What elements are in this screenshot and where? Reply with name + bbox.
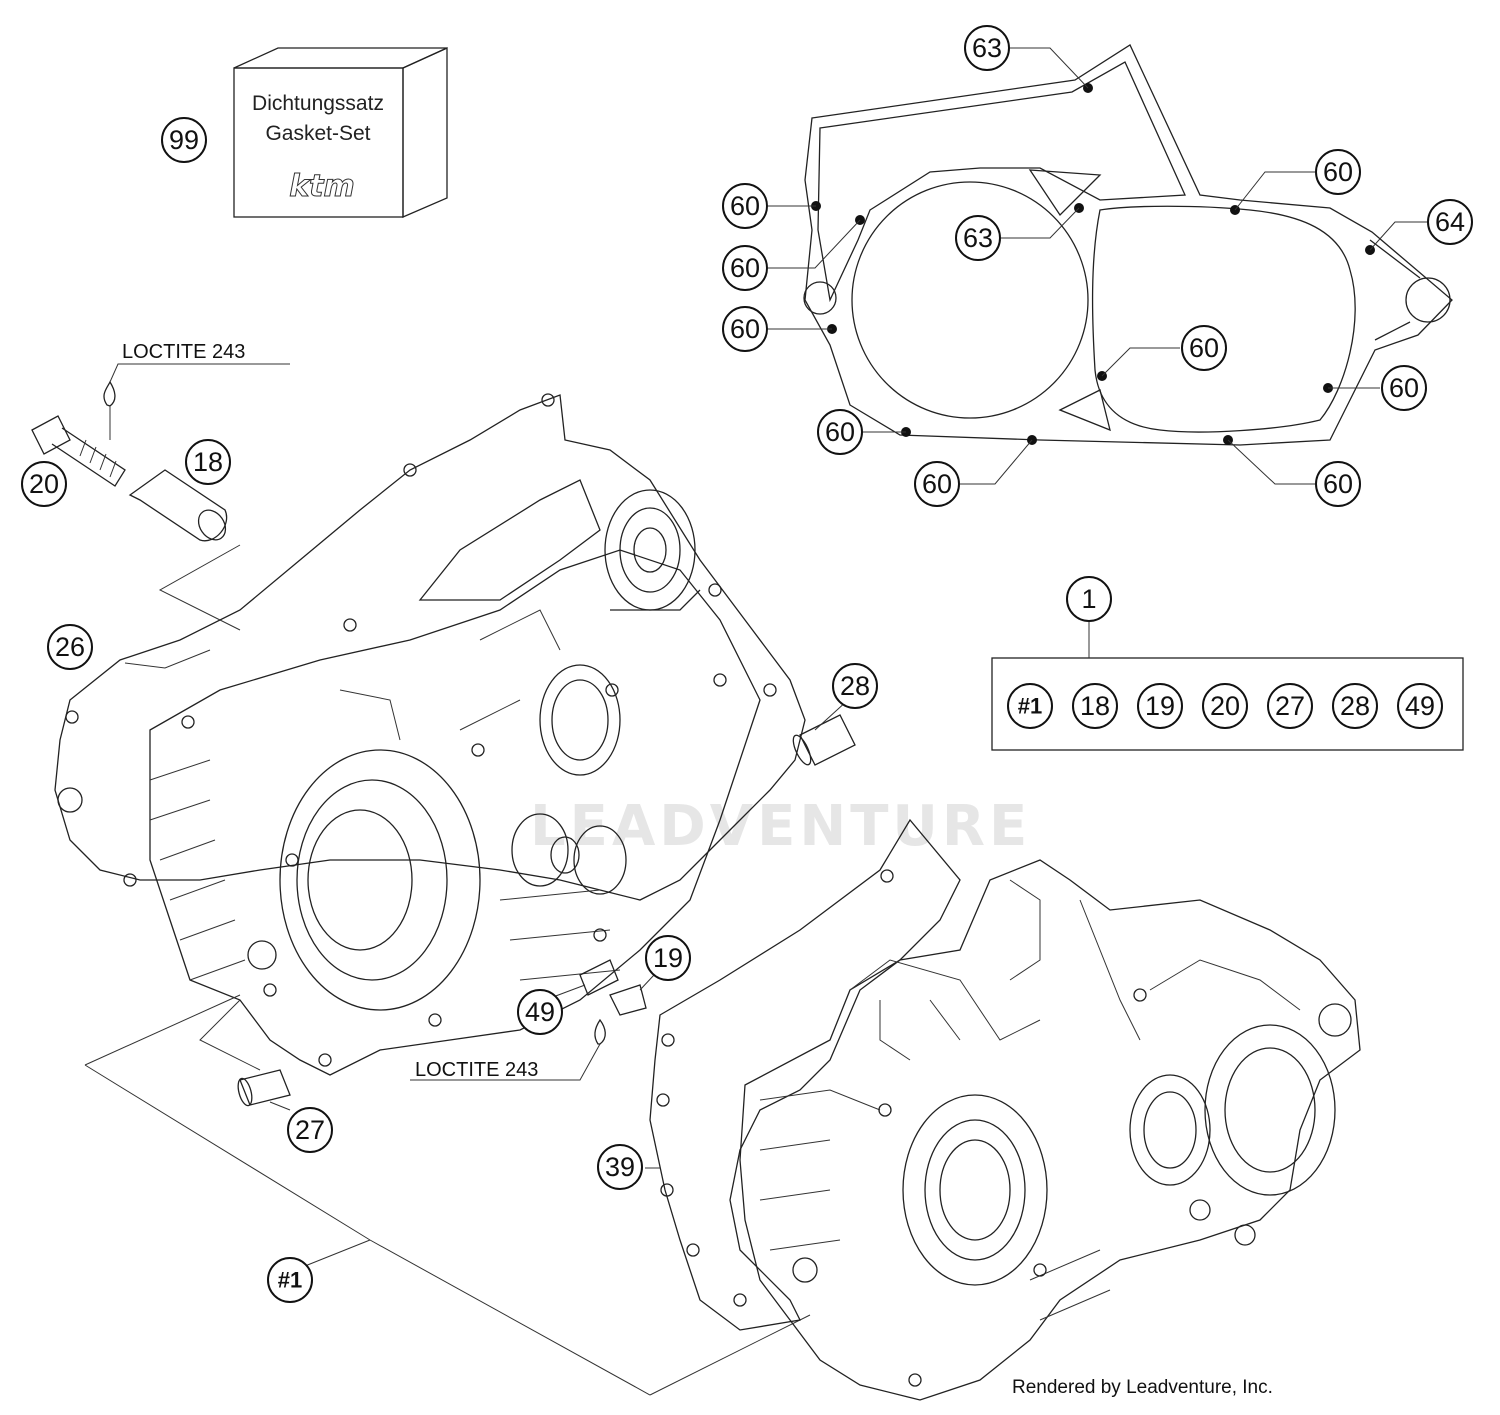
kit-item: 27 (1267, 683, 1313, 729)
callout-63-top: 63 (964, 25, 1010, 71)
svg-text:60: 60 (1389, 373, 1419, 403)
callout-63-mid: 63 (955, 215, 1001, 261)
svg-text:60: 60 (1323, 469, 1353, 499)
bolt-and-sleeve (31, 363, 290, 631)
kit-item: 20 (1202, 683, 1248, 729)
callout-28: 28 (832, 663, 878, 709)
kit-item: 19 (1137, 683, 1183, 729)
callout-60-d: 60 (817, 409, 863, 455)
svg-text:64: 64 (1435, 207, 1465, 237)
svg-text:#1: #1 (1018, 694, 1042, 719)
kit-item: 49 (1397, 683, 1443, 729)
gasket-box-line1: Dichtungssatz (252, 92, 384, 115)
kit-item: 28 (1332, 683, 1378, 729)
kit-item: 18 (1072, 683, 1118, 729)
assembly-bracket-right (649, 1314, 811, 1396)
svg-text:60: 60 (730, 314, 760, 344)
callout-27: 27 (287, 1107, 333, 1153)
svg-text:63: 63 (972, 33, 1002, 63)
callout-60-a: 60 (722, 183, 768, 229)
svg-text:49: 49 (525, 997, 555, 1027)
svg-text:18: 18 (193, 447, 223, 477)
svg-text:27: 27 (1275, 691, 1305, 721)
svg-text:60: 60 (1323, 157, 1353, 187)
clutch-cover-gasket (768, 44, 1453, 485)
right-crankcase-half (645, 818, 1361, 1401)
svg-text:20: 20 (1210, 691, 1240, 721)
svg-text:39: 39 (605, 1152, 635, 1182)
gasket-box-line2: Gasket-Set (265, 122, 370, 145)
assembly-bracket-left (84, 1064, 651, 1396)
svg-text:28: 28 (840, 671, 870, 701)
callout-99: 99 (161, 117, 207, 163)
svg-text:18: 18 (1080, 691, 1110, 721)
callout-60-i: 60 (1315, 461, 1361, 507)
svg-text:20: 20 (29, 469, 59, 499)
svg-text:60: 60 (922, 469, 952, 499)
callout-49: 49 (517, 989, 563, 1035)
callout-60-b: 60 (722, 245, 768, 291)
callout-60-f: 60 (1181, 325, 1227, 371)
callout-20: 20 (21, 461, 67, 507)
kit-box (991, 622, 1464, 751)
callout-60-g: 60 (1315, 149, 1361, 195)
callout-60-e: 60 (914, 461, 960, 507)
svg-text:60: 60 (730, 253, 760, 283)
callout-26: 26 (47, 624, 93, 670)
svg-text:60: 60 (1189, 333, 1219, 363)
svg-text:28: 28 (1340, 691, 1370, 721)
callout-hash1: #1 (267, 1257, 313, 1303)
watermark: LEADVENTURE (530, 794, 1031, 859)
svg-text:27: 27 (295, 1115, 325, 1145)
gasket-set-box: Dichtungssatz Gasket-Set ktm (233, 46, 448, 218)
loctite-label-top: LOCTITE 243 (122, 341, 245, 363)
svg-text:63: 63 (963, 223, 993, 253)
svg-text:99: 99 (169, 125, 199, 155)
svg-text:60: 60 (730, 191, 760, 221)
kit-item: #1 (1007, 683, 1053, 729)
svg-text:1: 1 (1081, 584, 1096, 614)
loctite-label-bottom: LOCTITE 243 (415, 1059, 538, 1081)
callout-60-c: 60 (722, 306, 768, 352)
svg-text:26: 26 (55, 632, 85, 662)
callout-19: 19 (645, 935, 691, 981)
svg-text:19: 19 (653, 943, 683, 973)
left-crankcase-half (54, 393, 856, 1111)
callout-1: 1 (1066, 576, 1112, 622)
callout-60-h: 60 (1381, 365, 1427, 411)
ktm-logo: ktm (289, 169, 355, 204)
svg-text:60: 60 (825, 417, 855, 447)
svg-text:19: 19 (1145, 691, 1175, 721)
svg-text:49: 49 (1405, 691, 1435, 721)
callout-18: 18 (185, 439, 231, 485)
callout-39: 39 (597, 1144, 643, 1190)
credit-text: Rendered by Leadventure, Inc. (1012, 1377, 1273, 1398)
callout-64: 64 (1427, 199, 1473, 245)
svg-text:#1: #1 (278, 1268, 302, 1293)
